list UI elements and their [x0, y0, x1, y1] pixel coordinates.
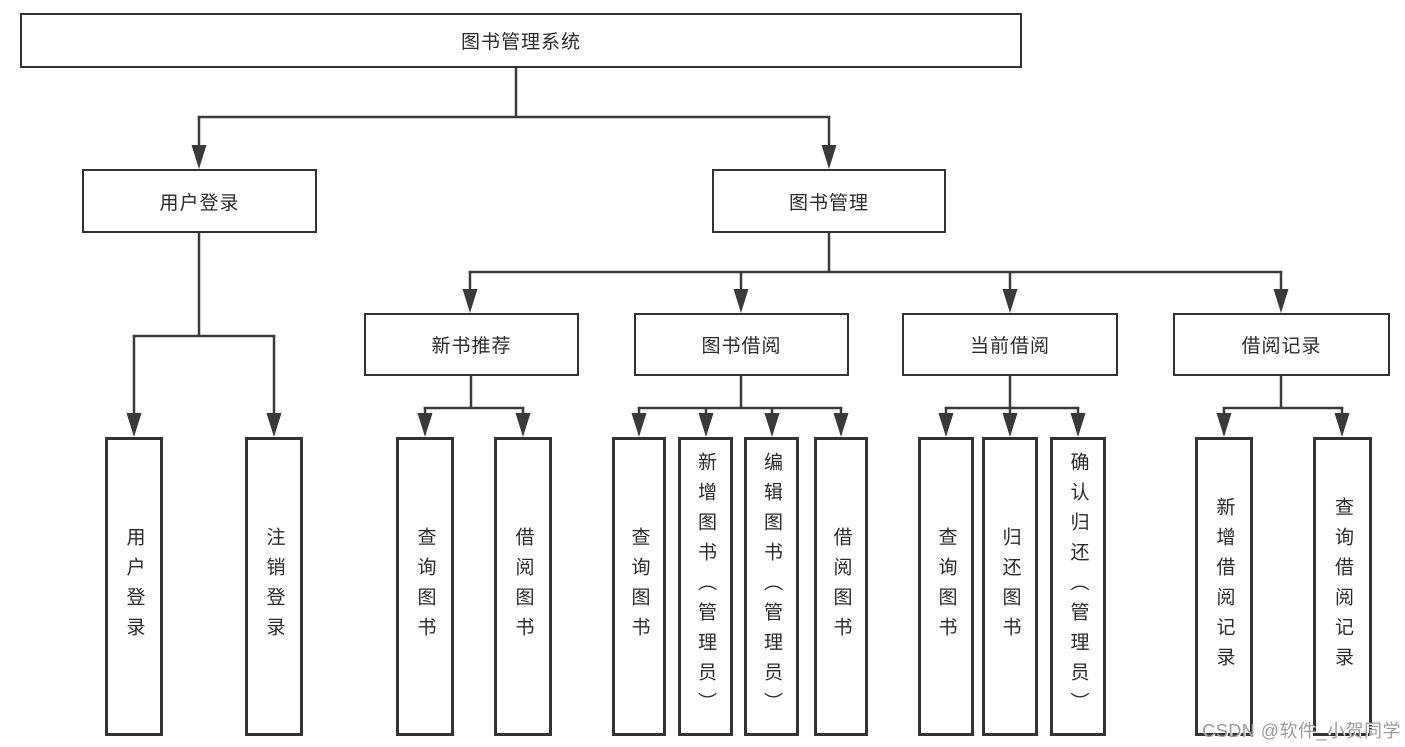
- leaf-borrow-books-recommend: 借阅图书: [494, 437, 552, 736]
- node-book-management: 图书管理: [712, 169, 946, 233]
- leaf-query-books-current: 查询图书: [918, 437, 974, 736]
- node-book-borrow: 图书借阅: [634, 313, 849, 376]
- leaf-query-books-recommend: 查询图书: [396, 437, 454, 736]
- leaf-borrow-books: 借阅图书: [814, 437, 868, 736]
- csdn-watermark: CSDN @软件_小贺同学: [1202, 721, 1401, 741]
- connector-book-management-to-level3: [462, 233, 1289, 313]
- leaf-query-books-borrow-label: 查询图书: [628, 526, 650, 647]
- connector-user-login-children: [126, 233, 282, 437]
- leaf-confirm-return-admin-label: 确认归还（管理员）: [1067, 451, 1089, 722]
- node-user-login-label: 用户登录: [159, 192, 240, 214]
- leaf-confirm-return-admin: 确认归还（管理员）: [1050, 437, 1106, 736]
- leaf-query-borrow-record: 查询借阅记录: [1313, 437, 1372, 736]
- leaf-query-books-current-label: 查询图书: [935, 526, 957, 647]
- leaf-return-books: 归还图书: [982, 437, 1038, 736]
- leaf-edit-books-admin: 编辑图书（管理员）: [744, 437, 799, 736]
- leaf-borrow-books-label: 借阅图书: [830, 526, 852, 647]
- node-new-book-recommend-label: 新书推荐: [431, 336, 512, 357]
- connector-new-book-recommend-children: [417, 376, 531, 437]
- connector-current-borrow-children: [938, 376, 1086, 437]
- node-current-borrow-label: 当前借阅: [969, 336, 1050, 357]
- connector-book-borrow-children: [631, 376, 849, 437]
- leaf-add-borrow-record-label: 新增借阅记录: [1213, 496, 1235, 677]
- node-library-system-label: 图书管理系统: [460, 32, 581, 53]
- leaf-add-borrow-record: 新增借阅记录: [1195, 437, 1253, 736]
- leaf-query-books-recommend-label: 查询图书: [414, 526, 436, 647]
- leaf-edit-books-admin-label: 编辑图书（管理员）: [761, 451, 782, 722]
- leaf-borrow-books-recommend-label: 借阅图书: [512, 526, 534, 647]
- node-current-borrow: 当前借阅: [902, 313, 1118, 376]
- leaf-logout: 注销登录: [245, 437, 303, 736]
- connector-root-to-level2: [191, 68, 837, 169]
- leaf-query-borrow-record-label: 查询借阅记录: [1332, 496, 1353, 677]
- node-new-book-recommend: 新书推荐: [364, 313, 579, 376]
- node-borrow-records-label: 借阅记录: [1241, 336, 1322, 357]
- node-user-login: 用户登录: [82, 169, 317, 233]
- leaf-query-books-borrow: 查询图书: [612, 437, 666, 736]
- connector-borrow-records-children: [1216, 376, 1350, 437]
- node-book-borrow-label: 图书借阅: [701, 336, 782, 357]
- leaf-add-books-admin-label: 新增图书（管理员）: [695, 451, 716, 722]
- node-book-management-label: 图书管理: [788, 192, 869, 214]
- leaf-user-login: 用户登录: [105, 437, 163, 736]
- node-borrow-records: 借阅记录: [1173, 313, 1390, 376]
- leaf-user-login-label: 用户登录: [123, 526, 145, 647]
- node-library-system: 图书管理系统: [20, 13, 1022, 68]
- leaf-add-books-admin: 新增图书（管理员）: [678, 437, 733, 736]
- leaf-logout-label: 注销登录: [263, 526, 285, 647]
- leaf-return-books-label: 归还图书: [999, 526, 1021, 647]
